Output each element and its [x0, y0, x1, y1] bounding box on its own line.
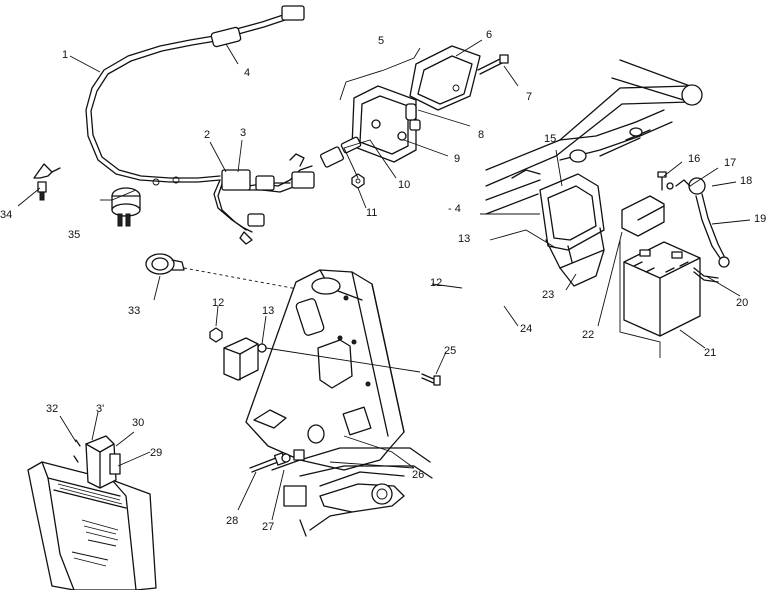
callout-7: 7: [526, 91, 532, 103]
callout-20: 20: [736, 297, 748, 309]
callout-19: 19: [754, 213, 766, 225]
battery: [619, 240, 701, 358]
taillight-screw: [477, 54, 509, 75]
callout-12-left: 12: [212, 297, 224, 309]
harness-connector: [221, 169, 315, 191]
battery-pad: [621, 195, 665, 237]
callout-31: 3': [96, 403, 104, 415]
callout-10: 10: [398, 179, 410, 191]
callout-29: 29: [150, 447, 162, 459]
callout-22: 22: [582, 329, 594, 341]
callout-9: 9: [454, 153, 460, 165]
callout-35: 35: [68, 229, 80, 241]
voltage-regulator: [209, 327, 421, 381]
callout-24: 24: [520, 323, 532, 335]
rear-panel: [245, 269, 405, 471]
callout-23: 23: [542, 289, 554, 301]
callout-13-left: 13: [262, 305, 274, 317]
clip-8: [405, 103, 421, 131]
callout-labels: 1 2 3 4 5 6 7 8 9 10 11 - 4 13 12 15 16 …: [0, 29, 766, 533]
callout-32: 32: [46, 403, 58, 415]
taillight-housing: [351, 85, 417, 163]
taillight-lens: [409, 45, 481, 111]
hardware-27-28: [249, 449, 307, 507]
flap-bracket-30: [85, 435, 121, 489]
callout-26: 26: [412, 469, 424, 481]
callout-12-right: 12: [430, 277, 442, 289]
battery-bracket: [539, 173, 605, 287]
callout-27: 27: [262, 521, 274, 533]
nut-11: [351, 173, 365, 189]
leader-lines: [17, 39, 751, 521]
lower-frame: [271, 447, 433, 537]
callout-18: 18: [740, 175, 752, 187]
screws-31-32: [73, 439, 81, 463]
callout-25: 25: [444, 345, 456, 357]
callout-15: 15: [544, 133, 556, 145]
callout-11: 11: [366, 207, 377, 219]
callout-28: 28: [226, 515, 238, 527]
callout-21: 21: [704, 347, 716, 359]
ignition-switch-35: [111, 187, 141, 227]
taillight-bulb: [319, 136, 362, 168]
callout-17: 17: [724, 157, 736, 169]
wiring-harness: [85, 5, 313, 245]
key-switch-34: [33, 163, 61, 201]
rear-frame: [485, 59, 703, 215]
callout-5: 5: [378, 35, 384, 47]
battery-cable: [688, 177, 730, 268]
bolt-25: [421, 373, 441, 386]
callout-14: - 4: [448, 203, 461, 215]
callout-1: 1: [62, 49, 68, 61]
callout-34: 34: [0, 209, 12, 221]
callout-16: 16: [688, 153, 700, 165]
callout-6: 6: [486, 29, 492, 41]
snow-flap-frame: [27, 461, 157, 590]
horn-33: [145, 253, 347, 299]
callout-4: 4: [244, 67, 250, 79]
callout-3: 3: [240, 127, 246, 139]
battery-vent-tube: [693, 267, 719, 283]
callout-2: 2: [204, 129, 210, 141]
callout-30: 30: [132, 417, 144, 429]
callout-33: 33: [128, 305, 140, 317]
callout-8: 8: [478, 129, 484, 141]
battery-hardware: [657, 171, 691, 191]
callout-13-right: 13: [458, 233, 470, 245]
